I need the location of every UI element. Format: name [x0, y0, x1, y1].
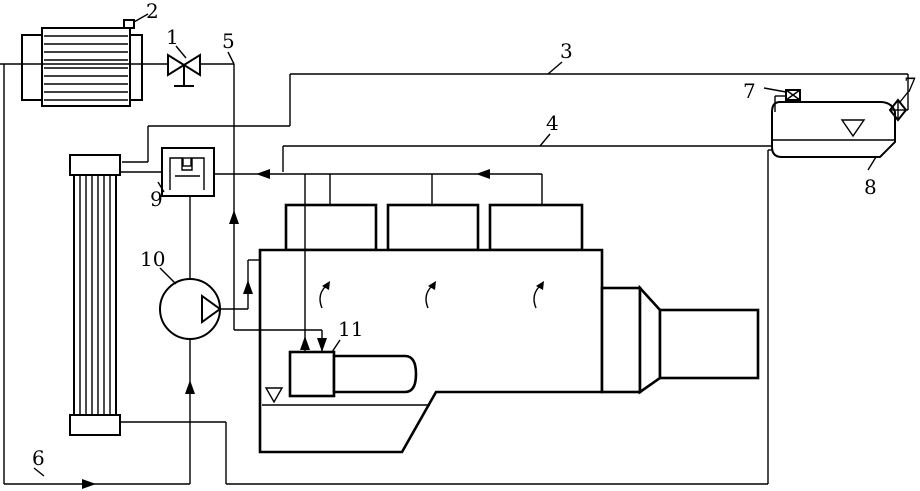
label-pump: 10	[140, 247, 165, 271]
heater-core	[21, 27, 143, 107]
label-line-5: 5	[222, 29, 235, 53]
label-line-3: 3	[560, 39, 573, 63]
expansion-tank	[771, 101, 896, 158]
coolant-flow-arrows	[319, 281, 544, 309]
label-valve-7-left: 7	[743, 79, 756, 103]
label-line-6: 6	[32, 446, 45, 470]
label-thermostat: 9	[150, 187, 163, 211]
label-oil-cooler: 11	[338, 317, 363, 341]
flow-arrows	[82, 169, 490, 489]
engine	[258, 203, 760, 454]
thermostat	[161, 147, 215, 197]
heater-core-fins	[44, 35, 128, 101]
label-line-4: 4	[546, 111, 559, 135]
water-pump	[159, 278, 222, 340]
radiator-tubes	[79, 175, 111, 415]
tank-valve-left	[774, 89, 801, 112]
label-tank: 8	[864, 175, 877, 199]
label-valve: 1	[166, 25, 179, 49]
leader-lines	[33, 45, 909, 477]
label-valve-7-right: 7	[904, 73, 917, 97]
valve	[167, 53, 201, 87]
callout-labels: 1 2 3 4 5 6 7 7 8 9 10 11	[32, 0, 917, 470]
oil-cooler	[288, 350, 418, 398]
radiator	[69, 154, 121, 436]
label-cap: 2	[146, 0, 159, 23]
tank-valve-right	[888, 98, 908, 122]
filler-cap	[123, 13, 149, 29]
